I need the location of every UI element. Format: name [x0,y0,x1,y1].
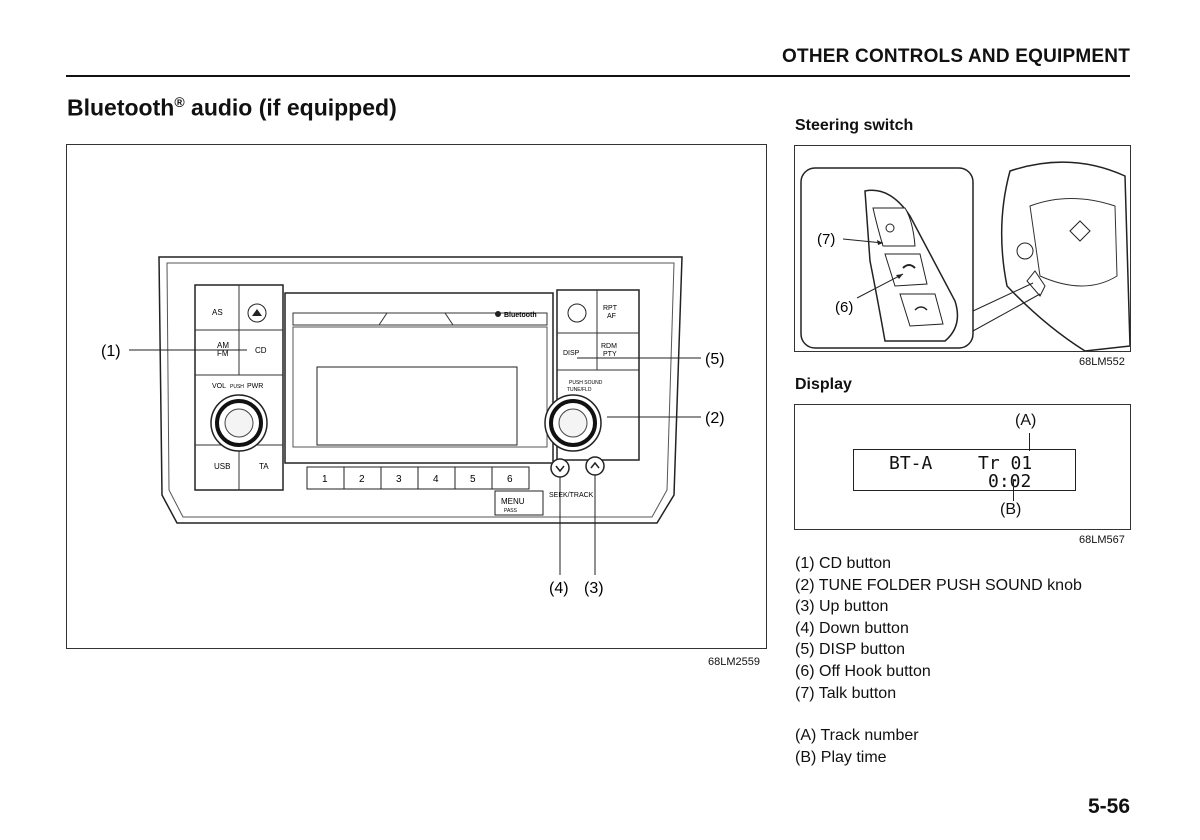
lcd-panel: BT-A Tr 01 0:02 [853,449,1076,492]
display-heading: Display [795,376,852,393]
preset-6-label: 6 [507,474,513,485]
push-sound-label: PUSH SOUND [569,380,603,386]
page-number: 5-56 [1087,795,1130,818]
preset-buttons: 1 2 3 4 5 6 [306,466,530,490]
seek-track-label: SEEK/TRACK [549,492,594,499]
steering-figure: (7) (6) [794,145,1131,352]
tune-fld-label: TUNE/FLD [567,387,592,393]
main-figure-code: 68LM2559 [708,656,760,668]
callout-3: (3) [584,580,604,597]
pwr-label: PWR [247,383,263,390]
legend-item: (4) Down button [795,619,909,637]
section-header: OTHER CONTROLS AND EQUIPMENT [782,46,1130,67]
af-button-label: AF [607,313,616,320]
pass-button-label: PASS [504,508,518,514]
pty-button-label: PTY [603,351,617,358]
legend-item: (2) TUNE FOLDER PUSH SOUND knob [795,576,1082,594]
disp-button-label: DISP [563,350,580,357]
callout-2: (2) [705,410,725,427]
steering-drawing: (7) (6) [800,161,1130,351]
fm-button-label: FM [217,349,229,358]
legend-item: (7) Talk button [795,684,897,702]
component-legend: (1) CD button (2) TUNE FOLDER PUSH SOUND… [795,553,1082,704]
cd-button-label: CD [255,346,267,355]
lcd-play-time: 0:02 [988,471,1032,492]
lcd-track: Tr 01 [978,453,1033,474]
audio-unit-figure: AS AM FM CD VOL PUSH PWR USB TA Bluetoot… [66,144,767,649]
title-main: Bluetooth [67,94,175,121]
preset-2-label: 2 [359,474,365,485]
callout-1: (1) [101,343,121,360]
preset-1-label: 1 [322,474,328,485]
audio-unit-drawing: AS AM FM CD VOL PUSH PWR USB TA Bluetoot… [101,256,725,597]
preset-3-label: 3 [396,474,402,485]
preset-5-label: 5 [470,474,476,485]
display-legend: (A) Track number (B) Play time [795,725,919,768]
legend-item: (3) Up button [795,598,889,616]
page-title: Bluetooth® audio (if equipped) [67,94,397,122]
vol-push-label: PUSH [230,384,244,390]
lcd-source: BT-A [889,453,933,474]
as-button-label: AS [212,308,223,317]
rpt-button-label: RPT [603,305,618,312]
legend-item: (1) CD button [795,555,892,572]
display-figure-code: 68LM567 [1079,534,1125,546]
callout-5: (5) [705,351,725,368]
steering-heading: Steering switch [795,117,914,134]
display-figure: (A) BT-A Tr 01 0:02 (B) [794,404,1131,530]
legend-item: (5) DISP button [795,641,905,659]
bluetooth-logo-label: Bluetooth [504,312,537,319]
lcd-b-leader [1013,479,1014,501]
callout-6: (6) [835,299,853,316]
registered-mark: ® [174,94,185,110]
callout-7: (7) [817,231,835,248]
vol-label: VOL [212,383,226,390]
usb-button-label: USB [214,462,230,471]
header-rule [66,75,1130,77]
callout-4: (4) [549,580,569,597]
am-button-label: AM [217,341,229,350]
lcd-label-b: (B) [1000,501,1022,518]
legend-item: (B) Play time [795,748,887,766]
legend-item: (6) Off Hook button [795,662,931,680]
menu-button-label: MENU [501,497,525,506]
rdm-button-label: RDM [601,343,617,350]
steering-figure-code: 68LM552 [1079,356,1125,368]
preset-4-label: 4 [433,474,439,485]
ta-button-label: TA [259,462,269,471]
lcd-label-a: (A) [1015,412,1037,429]
legend-item: (A) Track number [795,727,919,744]
title-rest: audio (if equipped) [184,94,397,121]
lcd-a-leader [1029,433,1030,451]
